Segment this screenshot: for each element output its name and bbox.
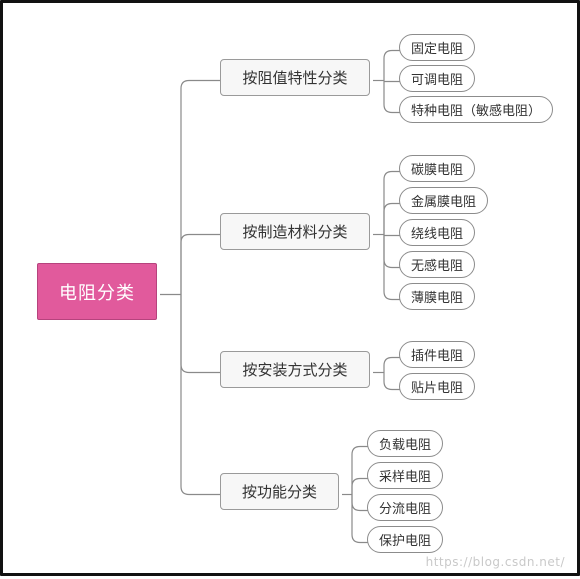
leaf-node: 碳膜电阻 xyxy=(399,155,475,182)
category-connector-link xyxy=(383,170,402,235)
category-node-material: 按制造材料分类 xyxy=(220,213,370,250)
leaf-node: 负载电阻 xyxy=(367,430,443,457)
root-connector-link xyxy=(180,233,223,295)
leaf-node: 插件电阻 xyxy=(399,341,475,368)
category-connector-link xyxy=(383,49,402,81)
root-node: 电阻分类 xyxy=(37,263,157,320)
category-node-mounting: 按安装方式分类 xyxy=(220,351,370,388)
category-connector-link xyxy=(383,80,402,114)
leaf-node: 金属膜电阻 xyxy=(399,187,488,214)
leaf-node: 采样电阻 xyxy=(367,462,443,489)
root-connector-link xyxy=(180,79,223,295)
connector-lines xyxy=(160,49,402,544)
category-connector-link xyxy=(351,445,370,495)
leaf-node: 绕线电阻 xyxy=(399,219,475,246)
category-connector-link xyxy=(351,477,370,495)
category-connector-link xyxy=(383,234,402,301)
root-connector-link xyxy=(180,294,223,496)
category-connector-link xyxy=(383,356,402,373)
leaf-node: 分流电阻 xyxy=(367,494,443,521)
watermark: https://blog.csdn.net/ xyxy=(425,555,565,569)
category-connector-link xyxy=(383,202,402,235)
root-connector-link xyxy=(180,294,223,374)
leaf-node: 无感电阻 xyxy=(399,251,475,278)
category-connector-link xyxy=(351,494,370,544)
category-connector-link xyxy=(383,372,402,391)
leaf-node: 固定电阻 xyxy=(399,34,475,61)
category-node-function: 按功能分类 xyxy=(220,473,339,510)
leaf-node: 特种电阻（敏感电阻） xyxy=(399,96,553,123)
leaf-node: 贴片电阻 xyxy=(399,373,475,400)
category-node-resistance-characteristic: 按阻值特性分类 xyxy=(220,59,370,96)
leaf-node: 薄膜电阻 xyxy=(399,283,475,310)
leaf-node: 可调电阻 xyxy=(399,65,475,92)
leaf-node: 保护电阻 xyxy=(367,526,443,553)
